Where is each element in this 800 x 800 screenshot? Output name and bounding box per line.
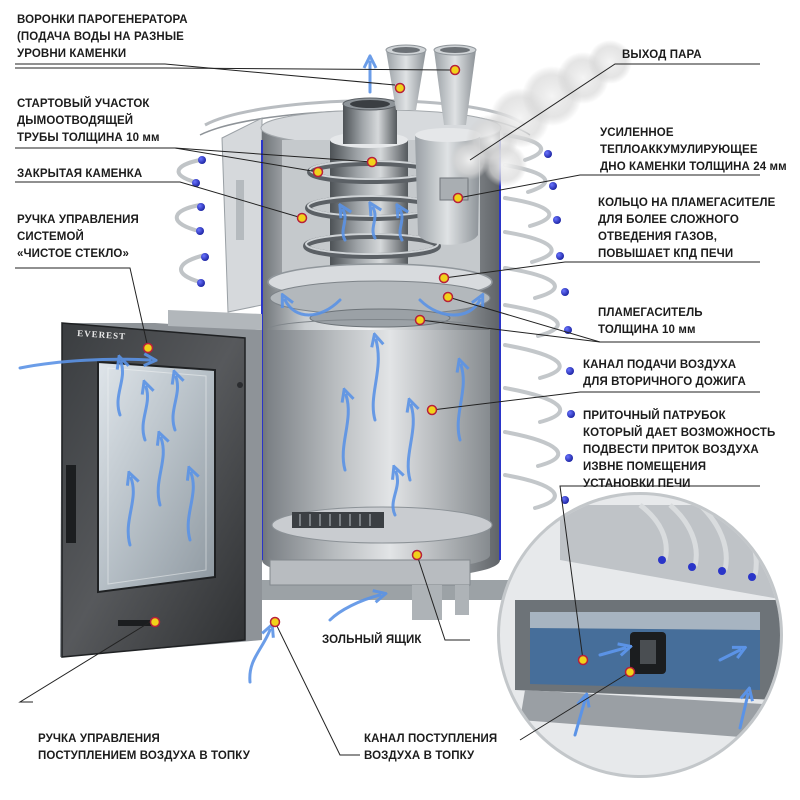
label-flame-damper-ring: КОЛЬЦО НА ПЛАМЕГАСИТЕЛЕ ДЛЯ БОЛЕЕ СЛОЖНО… (598, 197, 776, 260)
label-ash-box: ЗОЛЬНЫЙ ЯЩИК (322, 634, 422, 646)
label-flame-damper: ПЛАМЕГАСИТЕЛЬ ТОЛЩИНА 10 мм (598, 307, 703, 336)
brand-logo: EVEREST (77, 328, 127, 341)
inlet-detail-inset (497, 492, 783, 778)
label-clean-glass-handle: РУЧКА УПРАВЛЕНИЯ СИСТЕМОЙ «ЧИСТОЕ СТЕКЛО… (17, 214, 139, 260)
label-steam-generator-funnels: ВОРОНКИ ПАРОГЕНЕРАТОРА (ПОДАЧА ВОДЫ НА Р… (17, 14, 188, 60)
label-starting-flue-section: СТАРТОВЫЙ УЧАСТОК ДЫМООТВОДЯЩЕЙ ТРУБЫ ТО… (17, 98, 160, 144)
label-closed-stone-box: ЗАКРЫТАЯ КАМЕНКА (17, 168, 143, 180)
label-firebox-air-handle: РУЧКА УПРАВЛЕНИЯ ПОСТУПЛЕНИЕМ ВОЗДУХА В … (38, 733, 250, 762)
label-firebox-air-channel: КАНАЛ ПОСТУПЛЕНИЯ ВОЗДУХА В ТОПКУ (364, 733, 498, 762)
label-heat-accumulating-bottom: УСИЛЕННОЕ ТЕПЛОАККУМУЛИРУЮЩЕЕ ДНО КАМЕНК… (600, 127, 787, 173)
label-inlet-pipe: ПРИТОЧНЫЙ ПАТРУБОК КОТОРЫЙ ДАЕТ ВОЗМОЖНО… (583, 410, 776, 490)
label-steam-outlet: ВЫХОД ПАРА (622, 49, 702, 61)
label-secondary-air-channel: КАНАЛ ПОДАЧИ ВОЗДУХА ДЛЯ ВТОРИЧНОГО ДОЖИ… (583, 359, 746, 388)
